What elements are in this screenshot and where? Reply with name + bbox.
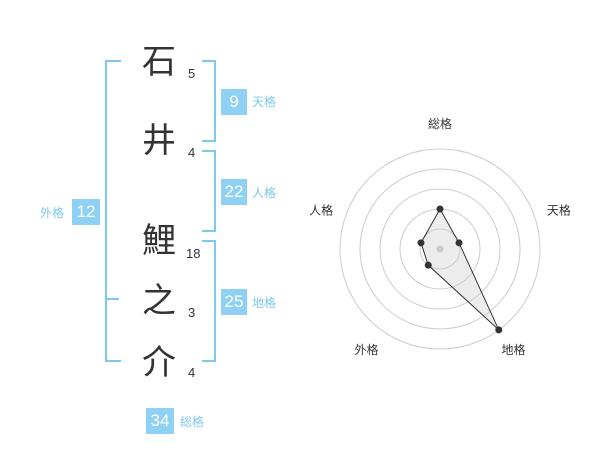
radar-data-area <box>420 207 500 331</box>
stroke-count-3: 18 <box>186 246 201 261</box>
name-char-4: 之 <box>142 281 176 321</box>
jinkaku-value: 22 <box>221 179 247 205</box>
stroke-count-5: 4 <box>188 365 196 380</box>
chikaku-value: 25 <box>221 289 247 315</box>
tenkaku-value: 9 <box>221 89 247 115</box>
radar-ring-3 <box>379 188 501 310</box>
radar-ring-5 <box>339 148 541 350</box>
name-char-5: 介 <box>142 343 176 383</box>
gaikaku-bracket <box>105 60 121 362</box>
stroke-count-4: 3 <box>188 305 196 320</box>
tenkaku-bracket <box>202 60 216 142</box>
chikaku-bracket <box>202 240 216 362</box>
name-char-1: 石 <box>142 42 176 82</box>
jinkaku-label: 人格 <box>252 186 277 200</box>
name-char-3: 鯉 <box>142 221 176 261</box>
radar-point-2 <box>455 239 463 247</box>
name-char-2: 井 <box>142 121 176 161</box>
radar-axis-label-1: 総格 <box>428 116 452 131</box>
soukaku-label: 総格 <box>180 415 205 429</box>
radar-axis-label-2: 天格 <box>547 202 571 217</box>
radar-point-5 <box>417 239 425 247</box>
radar-point-3 <box>495 326 503 334</box>
gaikaku-value: 12 <box>72 199 100 225</box>
radar-axis-label-3: 地格 <box>501 342 525 357</box>
soukaku-value: 34 <box>146 408 174 434</box>
gaikaku-bracket-tick <box>105 298 119 300</box>
gaikaku-label: 外格 <box>40 206 65 220</box>
chikaku-label: 地格 <box>252 296 277 310</box>
radar-ring-1 <box>419 228 461 270</box>
tenkaku-label: 天格 <box>252 95 277 109</box>
radar-center <box>436 245 444 253</box>
jinkaku-bracket <box>202 150 216 232</box>
radar-point-4 <box>424 261 432 269</box>
radar-axis-label-4: 外格 <box>355 342 379 357</box>
stroke-count-2: 4 <box>188 145 196 160</box>
radar-ring-4 <box>359 168 521 330</box>
radar-point-1 <box>436 205 444 213</box>
radar-axis-label-5: 人格 <box>309 202 333 217</box>
stroke-count-1: 5 <box>188 66 196 81</box>
